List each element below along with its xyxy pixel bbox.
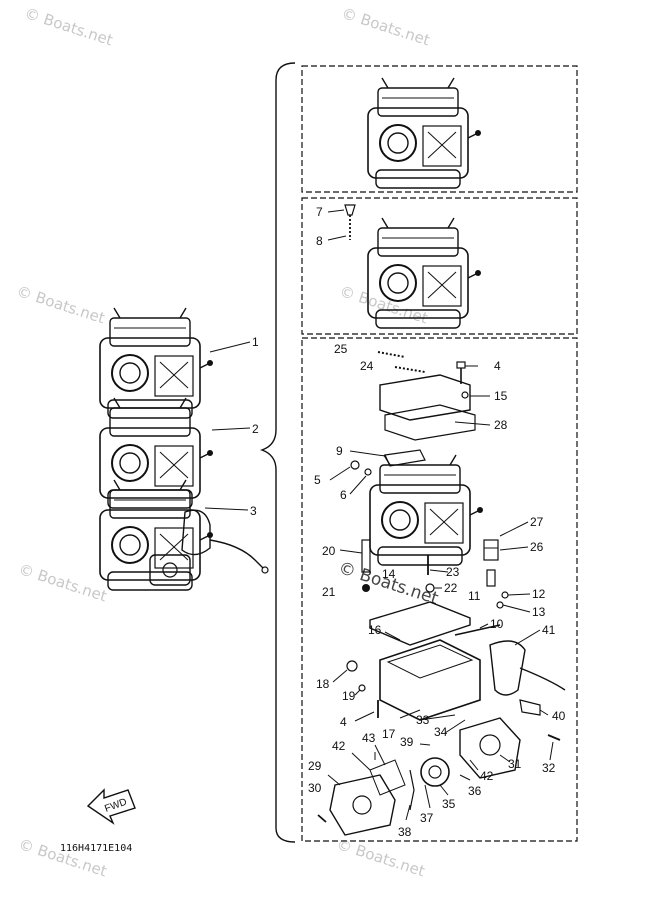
part-label: 14 <box>382 567 396 581</box>
part-label: 29 <box>308 759 322 773</box>
part-label: 27 <box>530 515 544 529</box>
fwd-label: FWD <box>103 797 128 815</box>
part-label: 35 <box>442 797 456 811</box>
part-label: 36 <box>468 784 482 798</box>
part-label: 4 <box>494 359 501 373</box>
part-label: 38 <box>398 825 412 839</box>
part-label: 31 <box>508 757 522 771</box>
part-label: 3 <box>250 504 257 518</box>
part-label: 19 <box>342 689 356 703</box>
forward-arrow-icon <box>86 788 136 825</box>
variant-box-top <box>301 65 578 193</box>
part-label: 17 <box>382 727 396 741</box>
part-label: 10 <box>490 617 504 631</box>
grouping-brace <box>259 62 296 843</box>
part-label: 42 <box>332 739 346 753</box>
part-label: 8 <box>316 234 323 248</box>
part-label: 16 <box>368 623 382 637</box>
part-label: 15 <box>494 389 508 403</box>
part-label: 22 <box>444 581 458 595</box>
part-label: 33 <box>416 713 430 727</box>
part-label: 4 <box>340 715 347 729</box>
carburetor-top <box>367 77 482 189</box>
part-label: 21 <box>322 585 336 599</box>
part-label: 24 <box>360 359 374 373</box>
exploded-box <box>301 337 578 842</box>
part-label: 42 <box>480 769 494 783</box>
part-label: 12 <box>532 587 546 601</box>
part-label: 30 <box>308 781 322 795</box>
part-label: 32 <box>542 761 556 775</box>
part-label: 40 <box>552 709 566 723</box>
part-label: 2 <box>252 422 259 436</box>
part-label: 41 <box>542 623 556 637</box>
carburetor-middle <box>367 217 482 329</box>
part-label: 43 <box>362 731 376 745</box>
part-label: 26 <box>530 540 544 554</box>
part-label: 28 <box>494 418 508 432</box>
part-label: 7 <box>316 205 323 219</box>
part-label: 9 <box>336 444 343 458</box>
part-label: 34 <box>434 725 448 739</box>
variant-box-middle <box>301 197 578 335</box>
carburetor-assembly-stack <box>99 307 269 591</box>
part-label: 13 <box>532 605 546 619</box>
carburetor-body <box>369 454 484 566</box>
part-label: 11 <box>468 589 481 603</box>
part-label: 18 <box>316 677 330 691</box>
part-label: 23 <box>446 565 460 579</box>
part-label: 37 <box>420 811 434 825</box>
part-label: 1 <box>252 335 259 349</box>
part-label: 25 <box>334 342 348 356</box>
part-label: 6 <box>340 488 347 502</box>
part-label: 39 <box>400 735 414 749</box>
part-label: 5 <box>314 473 321 487</box>
part-label: 20 <box>322 544 336 558</box>
drawing-code: 116H4171E104 <box>60 843 133 854</box>
